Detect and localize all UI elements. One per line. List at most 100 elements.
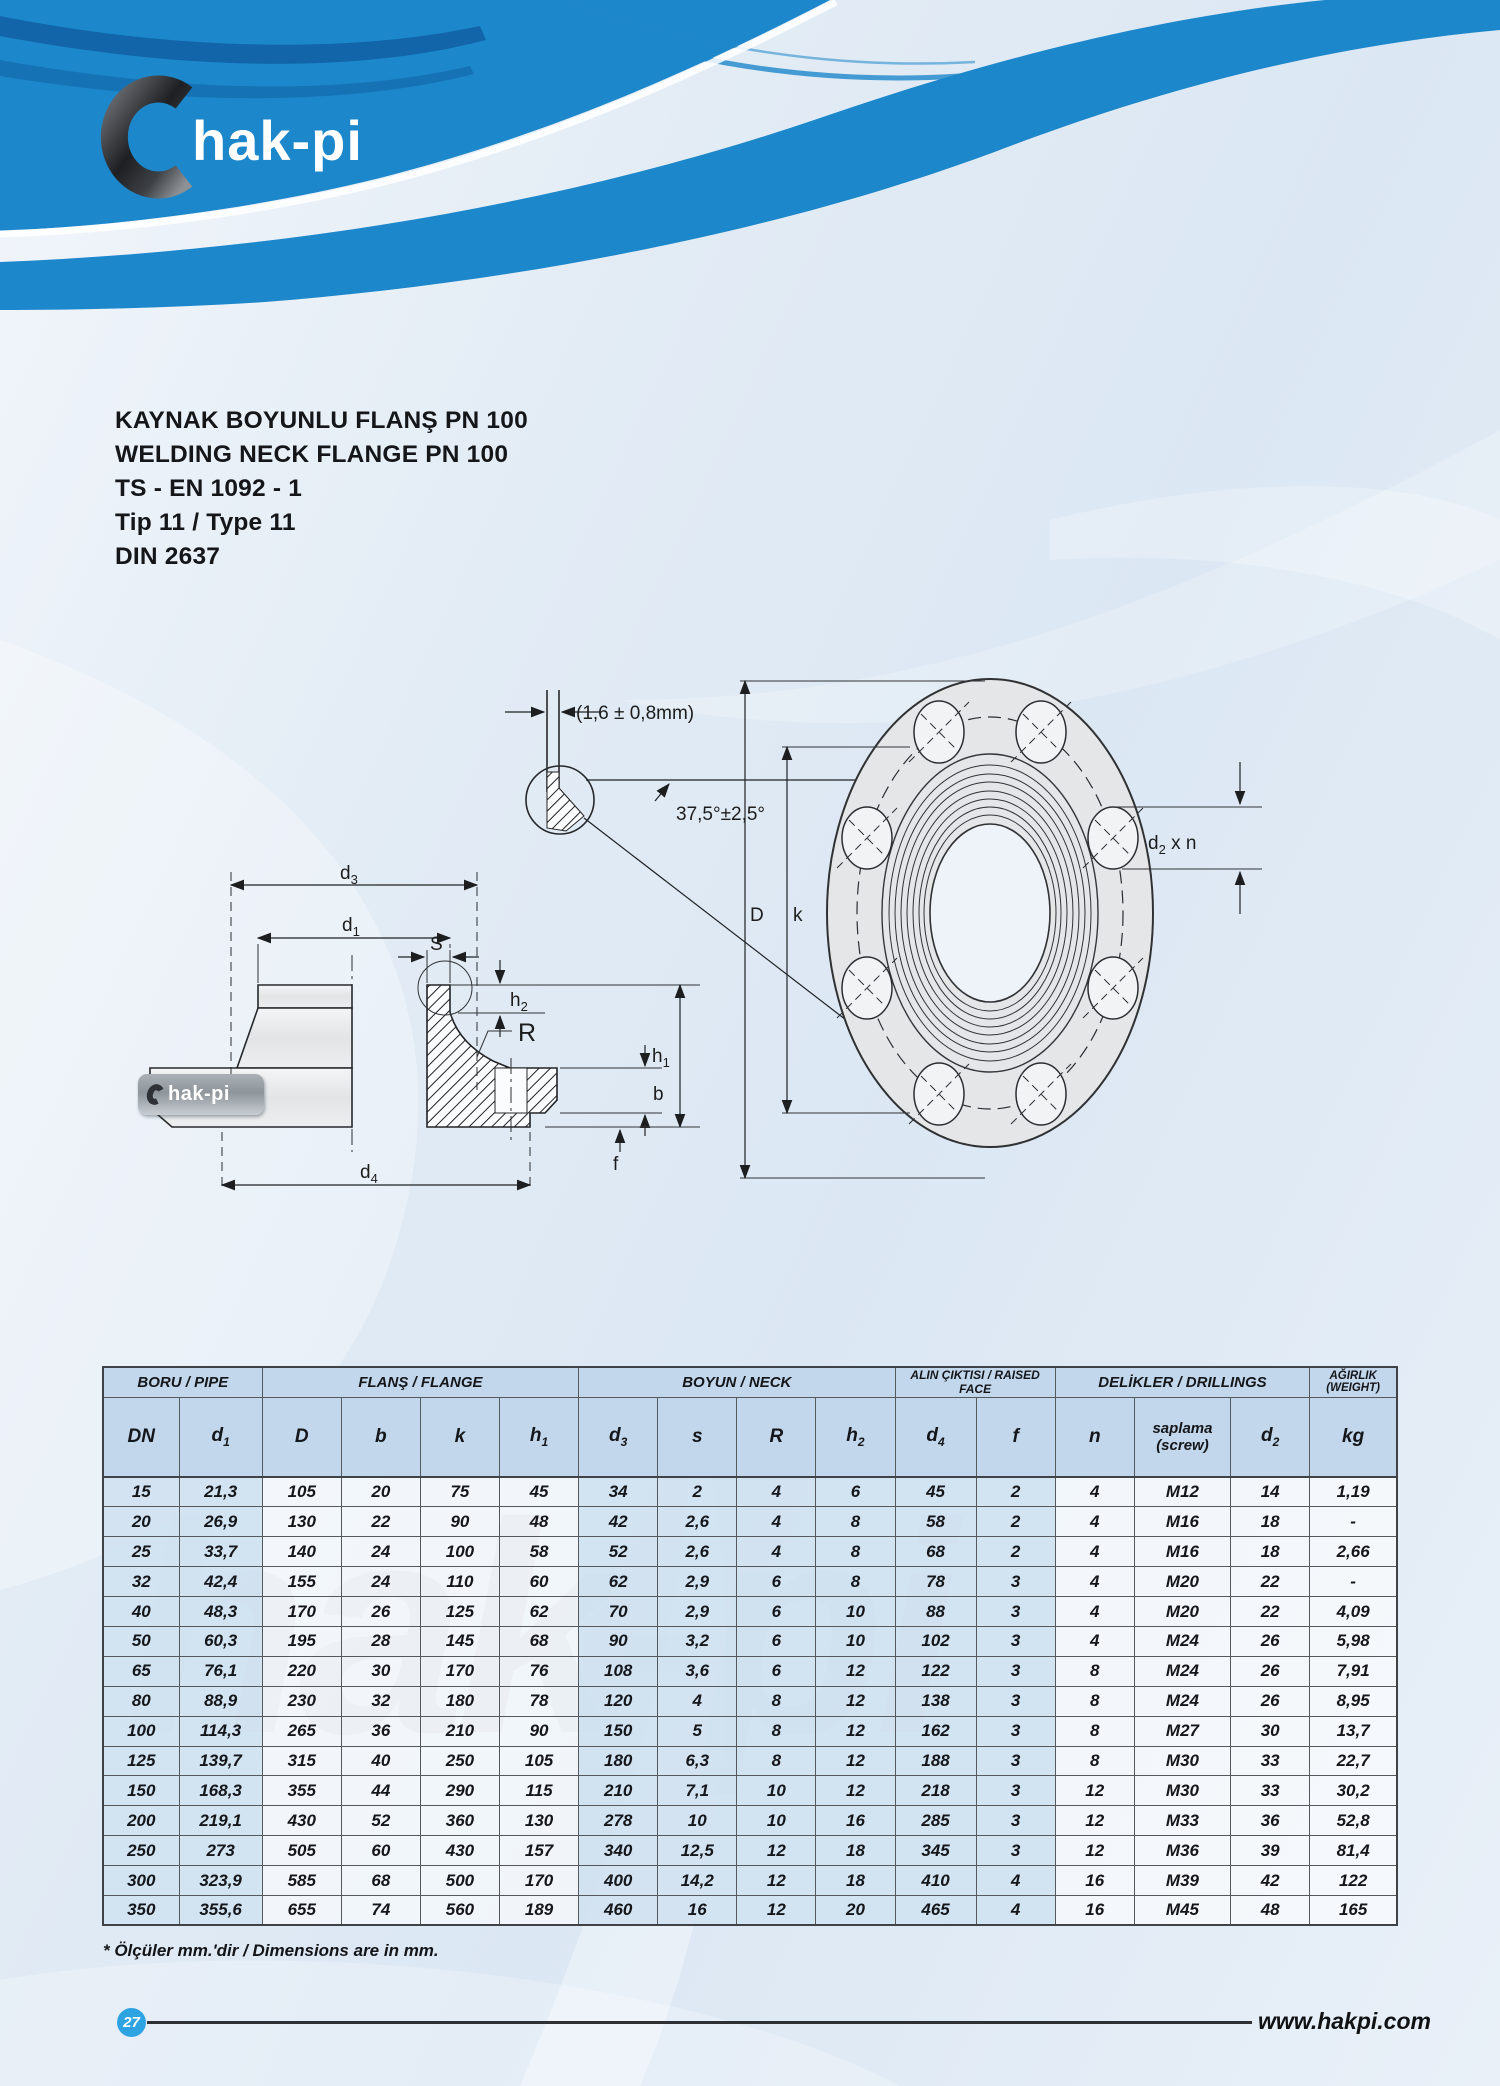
table-cell: 16	[657, 1894, 738, 1926]
table-cell: 26	[1230, 1625, 1311, 1657]
table-cell: 157	[498, 1835, 580, 1867]
dim-label-d3: d3	[340, 863, 358, 887]
table-cell: 76	[498, 1655, 580, 1687]
table-cell: 8	[736, 1685, 817, 1717]
table-cell: 8	[1054, 1715, 1135, 1747]
table-cell: M16	[1133, 1506, 1232, 1538]
table-cell: 15	[102, 1476, 180, 1508]
table-cell: 10	[815, 1625, 896, 1657]
table-cell: 230	[261, 1685, 342, 1717]
group-drillings: DELİKLER / DRILLINGS	[1054, 1366, 1311, 1398]
table-cell: 210	[419, 1715, 500, 1747]
table-cell: 218	[894, 1775, 977, 1807]
table-cell: 323,9	[178, 1865, 263, 1896]
table-cell: M20	[1133, 1566, 1232, 1598]
company-logo: hak-pi	[100, 75, 362, 199]
table-cell: 32	[102, 1566, 180, 1598]
table-cell: 60,3	[178, 1625, 263, 1657]
table-cell: 8	[1054, 1655, 1135, 1687]
table-cell: 70	[578, 1596, 659, 1627]
table-cell: 58	[498, 1536, 580, 1568]
table-cell: 12	[815, 1715, 896, 1747]
table-cell: 105	[498, 1745, 580, 1777]
flange-cross-section-drawing: d3 d1 S h2 R h1	[149, 863, 700, 1192]
table-cell: 170	[261, 1596, 342, 1627]
table-cell: 7,91	[1309, 1655, 1398, 1687]
table-cell: 48	[1230, 1894, 1311, 1926]
table-cell: 505	[261, 1835, 342, 1867]
table-cell: M27	[1133, 1715, 1232, 1747]
table-cell: 3	[975, 1685, 1056, 1717]
table-cell: 44	[340, 1775, 421, 1807]
table-cell: 188	[894, 1745, 977, 1777]
table-cell: M16	[1133, 1536, 1232, 1568]
col-b: b	[340, 1396, 421, 1478]
table-cell: 36	[1230, 1805, 1311, 1837]
table-cell: 3	[975, 1655, 1056, 1687]
dim-label-d1: d1	[342, 915, 360, 939]
table-group-header-row: BORU / PIPE FLANŞ / FLANGE BOYUN / NECK …	[102, 1366, 1398, 1398]
table-cell: 290	[419, 1775, 500, 1807]
table-cell: 360	[419, 1805, 500, 1837]
dim-label-s: S	[430, 934, 443, 955]
table-cell: 2	[975, 1536, 1056, 1568]
table-cell: 430	[261, 1805, 342, 1837]
table-cell: 465	[894, 1894, 977, 1926]
table-cell: M30	[1133, 1775, 1232, 1807]
table-cell: 21,3	[178, 1476, 263, 1508]
pipe-elbow-icon	[100, 75, 193, 199]
group-pipe: BORU / PIPE	[102, 1366, 263, 1398]
dim-label-k: k	[793, 905, 803, 926]
table-cell: 110	[419, 1566, 500, 1598]
table-cell: 315	[261, 1745, 342, 1777]
table-cell: 7,1	[657, 1775, 738, 1807]
table-cell: 90	[578, 1625, 659, 1657]
table-cell: 2	[975, 1506, 1056, 1538]
table-cell: 39	[1230, 1835, 1311, 1867]
table-cell: 90	[498, 1715, 580, 1747]
table-cell: 170	[419, 1655, 500, 1687]
title-standard: TS - EN 1092 - 1	[115, 475, 303, 502]
table-cell: 30	[340, 1655, 421, 1687]
table-cell: 8	[1054, 1685, 1135, 1717]
table-cell: 150	[102, 1775, 180, 1807]
col-n: n	[1054, 1396, 1135, 1478]
title-type: Tip 11 / Type 11	[115, 509, 296, 536]
table-cell: 139,7	[178, 1745, 263, 1777]
table-cell: 88,9	[178, 1685, 263, 1717]
table-cell: 265	[261, 1715, 342, 1747]
table-cell: 2	[657, 1476, 738, 1508]
group-weight: AĞIRLIK(WEIGHT)	[1309, 1366, 1398, 1398]
table-cell: 88	[894, 1596, 977, 1627]
table-cell: 12	[1054, 1805, 1135, 1837]
table-cell: 6,3	[657, 1745, 738, 1777]
table-cell: 4	[657, 1685, 738, 1717]
table-cell: 300	[102, 1865, 180, 1896]
table-cell: 25	[102, 1536, 180, 1568]
table-cell: 18	[1230, 1506, 1311, 1538]
table-cell: 12	[1054, 1835, 1135, 1867]
table-cell: 200	[102, 1805, 180, 1837]
website-link[interactable]: www.hakpi.com	[1258, 2008, 1431, 2034]
table-cell: 2,6	[657, 1536, 738, 1568]
table-cell: 180	[419, 1685, 500, 1717]
table-cell: 8	[1054, 1745, 1135, 1777]
table-cell: M24	[1133, 1625, 1232, 1657]
title-block: KAYNAK BOYUNLU FLANŞ PN 100 WELDING NECK…	[115, 404, 528, 574]
page-number-badge: 27	[117, 2008, 146, 2037]
table-cell: 410	[894, 1865, 977, 1896]
dim-label-d4: d4	[360, 1162, 378, 1186]
table-cell: 33	[1230, 1775, 1311, 1807]
table-cell: 6	[736, 1596, 817, 1627]
flange-spec-table: BORU / PIPE FLANŞ / FLANGE BOYUN / NECK …	[102, 1366, 1398, 1927]
table-cell: 115	[498, 1775, 580, 1807]
table-cell: 18	[1230, 1536, 1311, 1568]
table-cell: 6	[736, 1566, 817, 1598]
table-cell: 76,1	[178, 1655, 263, 1687]
table-cell: 273	[178, 1835, 263, 1867]
table-cell: 100	[419, 1536, 500, 1568]
